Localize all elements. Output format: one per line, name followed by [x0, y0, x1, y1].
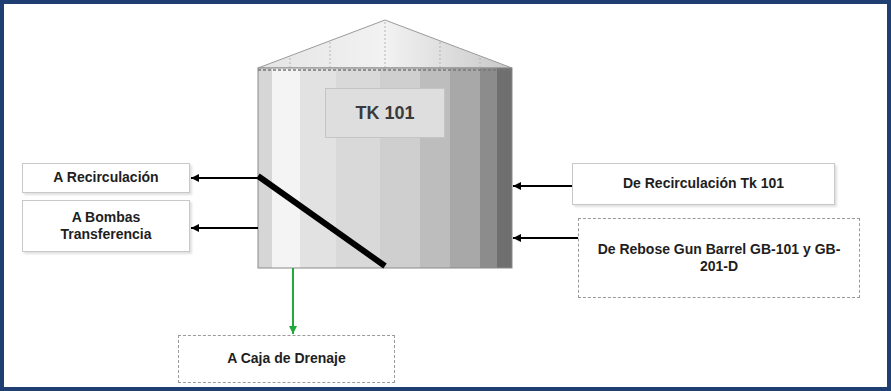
flow-arrow — [292, 268, 294, 334]
node-label: TK 101 — [325, 88, 445, 138]
outlet-box: A Bombas Transferencia — [22, 200, 190, 252]
storage-tank: TK 101 — [258, 68, 512, 268]
drain-box: A Caja de Drenaje — [178, 335, 395, 383]
node-label: A Caja de Drenaje — [227, 350, 346, 368]
node-label: De Recirculación Tk 101 — [623, 175, 784, 193]
tank-body — [258, 68, 512, 268]
flow-arrow — [191, 227, 258, 229]
tank-roof — [258, 20, 512, 68]
node-label: De Rebose Gun Barrel GB-101 y GB-201-D — [589, 241, 849, 276]
internal-pipe — [258, 176, 385, 266]
roof-lines — [290, 22, 480, 68]
outlet-box: A Recirculación — [22, 163, 190, 193]
inlet-box: De Recirculación Tk 101 — [572, 163, 835, 205]
inlet-box: De Rebose Gun Barrel GB-101 y GB-201-D — [578, 218, 860, 298]
node-label: A Recirculación — [53, 169, 158, 187]
node-label: A Bombas Transferencia — [33, 209, 179, 244]
flow-arrow — [191, 177, 258, 179]
flow-arrow — [513, 237, 578, 239]
flow-arrow — [513, 185, 572, 187]
